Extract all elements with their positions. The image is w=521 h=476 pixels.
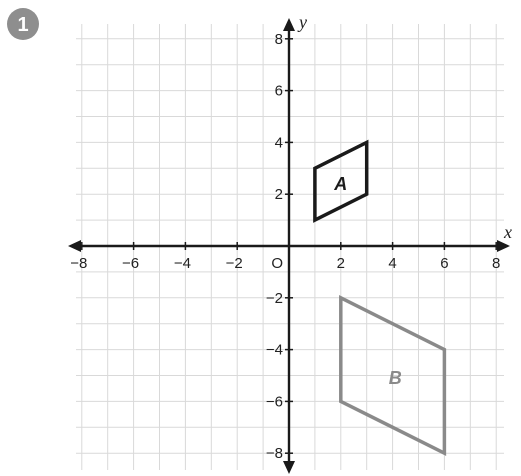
- y-tick-label: −6: [266, 393, 283, 410]
- y-axis-arrow-down: [283, 461, 295, 474]
- y-tick-label: −8: [266, 445, 283, 462]
- y-tick-label: 2: [275, 186, 283, 203]
- badge-circle: [7, 8, 39, 40]
- y-tick-label: 6: [275, 83, 283, 100]
- problem-number: 1: [17, 14, 28, 36]
- x-tick-label: 6: [440, 255, 448, 272]
- x-tick-label: −2: [226, 255, 243, 272]
- problem-number-badge: 1: [7, 8, 39, 40]
- origin-label: O: [271, 255, 283, 272]
- shape-b-label: B: [389, 368, 402, 388]
- x-tick-label: 4: [388, 255, 396, 272]
- shape-a-label: A: [333, 174, 347, 194]
- y-axis-arrow-up: [283, 18, 295, 31]
- axes: [68, 18, 510, 474]
- axis-labels: x y O: [271, 12, 512, 272]
- x-tick-label: 8: [492, 255, 500, 272]
- y-tick-label: 4: [275, 134, 283, 151]
- y-tick-label: 8: [275, 31, 283, 48]
- shape-b: [339, 294, 447, 457]
- y-tick-label: −4: [266, 342, 283, 359]
- x-tick-label: 2: [337, 255, 345, 272]
- y-axis-label: y: [297, 12, 307, 32]
- x-axis-arrow-right: [497, 240, 510, 252]
- shape-a: [313, 139, 369, 223]
- tick-marks: −8 −6 −4 −2 2 4 6 8 8 6 4 2 −2 −4 −6 −8: [70, 31, 500, 462]
- y-tick-label: −2: [266, 290, 283, 307]
- x-axis-label: x: [503, 222, 512, 242]
- x-axis-arrow-left: [68, 240, 81, 252]
- x-tick-label: −6: [122, 255, 139, 272]
- shapes: AB: [313, 139, 447, 457]
- x-tick-label: −4: [174, 255, 191, 272]
- x-tick-label: −8: [70, 255, 87, 272]
